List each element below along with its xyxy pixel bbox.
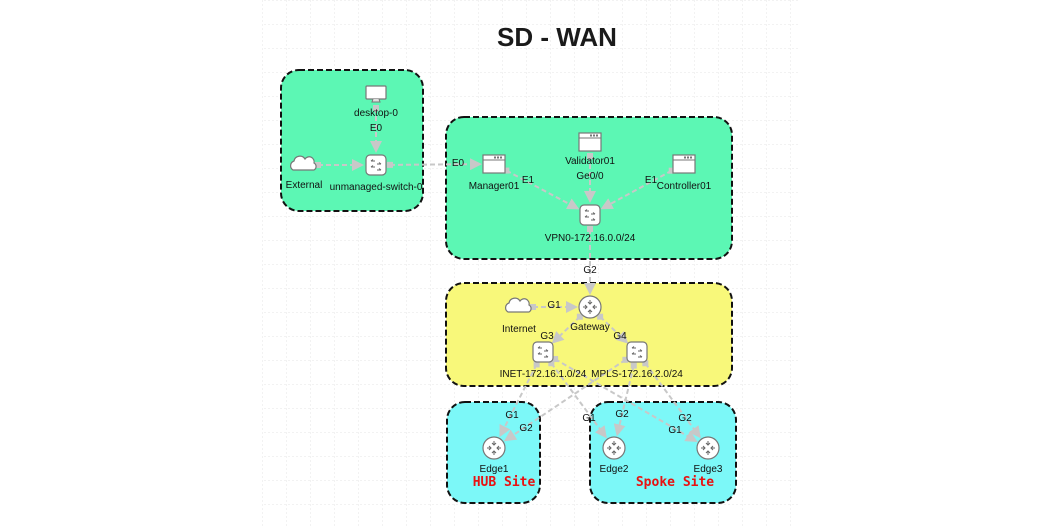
cloud-icon: [290, 155, 317, 171]
link-controller01-vpn0-switch[interactable]: [600, 169, 673, 210]
node-label: unmanaged-switch-0: [330, 182, 423, 193]
node-manager01[interactable]: Manager01: [469, 154, 520, 192]
interface-label: G2: [583, 265, 597, 276]
switch-icon: [532, 341, 554, 363]
node-edge3[interactable]: Edge3: [694, 436, 723, 475]
node-label: MPLS-172.16.2.0/24: [591, 369, 683, 380]
node-internet[interactable]: Internet: [502, 297, 536, 335]
node-label: Manager01: [469, 181, 520, 192]
node-unmanaged-switch-0[interactable]: unmanaged-switch-0: [330, 154, 423, 193]
router-icon: [602, 436, 626, 460]
node-label: desktop-0: [354, 108, 398, 119]
link-endpoint: [587, 153, 593, 159]
interface-label: G2: [615, 409, 629, 420]
router-icon: [696, 436, 720, 460]
link-endpoint: [597, 313, 604, 320]
interface-label: E1: [522, 175, 535, 186]
node-external[interactable]: External: [286, 155, 323, 191]
site-label-hub: HUB Site: [473, 475, 536, 490]
link-endpoint: [622, 356, 629, 363]
link-endpoint: [587, 226, 593, 232]
node-vpn0-switch[interactable]: VPN0-172.16.0.0/24: [545, 204, 636, 244]
link-inet-switch-edge2[interactable]: [550, 362, 607, 439]
interface-label: E0: [370, 123, 383, 134]
link-endpoint: [642, 360, 649, 367]
link-endpoint: [668, 167, 675, 174]
node-label: External: [286, 180, 323, 191]
node-label: Validator01: [565, 156, 615, 167]
link-endpoint: [530, 304, 536, 310]
node-desktop-0[interactable]: desktop-0: [354, 85, 398, 119]
link-mpls-switch-edge3[interactable]: [644, 362, 701, 439]
node-label: Gateway: [570, 322, 609, 333]
node-label: Edge3: [694, 464, 723, 475]
node-label: VPN0-172.16.0.0/24: [545, 233, 636, 244]
interface-label: G3: [540, 331, 554, 342]
link-mpls-switch-edge1[interactable]: [503, 358, 626, 442]
link-endpoint: [533, 361, 540, 368]
switch-icon: [626, 341, 648, 363]
node-controller01[interactable]: Controller01: [657, 154, 712, 192]
cloud-icon: [505, 297, 532, 313]
node-inet-switch[interactable]: INET-172.16.1.0/24: [500, 341, 587, 380]
link-endpoint: [373, 105, 379, 111]
node-mpls-switch[interactable]: MPLS-172.16.2.0/24: [591, 341, 683, 380]
link-manager01-vpn0-switch[interactable]: [505, 169, 580, 210]
node-label: INET-172.16.1.0/24: [500, 369, 587, 380]
link-unmanaged-switch-0-manager01[interactable]: [389, 158, 483, 171]
interface-label: G1: [547, 300, 561, 311]
server-window-icon: [482, 154, 506, 174]
link-endpoint: [552, 356, 559, 363]
switch-icon: [579, 204, 601, 226]
link-endpoint: [576, 313, 583, 320]
interface-label: G2: [678, 413, 692, 424]
link-inet-switch-edge3[interactable]: [554, 358, 698, 442]
interface-label: E0: [452, 158, 465, 169]
router-icon: [482, 436, 506, 460]
link-endpoint: [315, 162, 321, 168]
link-endpoint: [386, 161, 393, 168]
group-lan[interactable]: [280, 69, 424, 212]
node-validator01[interactable]: Validator01: [565, 132, 615, 167]
server-window-icon: [672, 154, 696, 174]
diagram-title: SD - WAN: [497, 22, 617, 52]
interface-label: G1: [668, 425, 682, 436]
node-edge2[interactable]: Edge2: [600, 436, 629, 475]
interface-label: G1: [505, 410, 519, 421]
link-inet-switch-edge1[interactable]: [499, 364, 538, 438]
interface-label: E1: [645, 175, 658, 186]
link-gateway-mpls-switch[interactable]: [599, 315, 629, 344]
switch-icon: [365, 154, 387, 176]
link-endpoint: [503, 167, 510, 174]
node-gateway[interactable]: Gateway: [570, 295, 610, 333]
node-label: Edge1: [480, 464, 509, 475]
link-gateway-inet-switch[interactable]: [551, 315, 581, 344]
desktop-icon: [365, 85, 387, 103]
interface-label: G1: [582, 413, 596, 424]
interface-label: Ge0/0: [576, 171, 604, 182]
interface-label: G4: [613, 331, 627, 342]
node-label: Controller01: [657, 181, 712, 192]
node-label: Internet: [502, 324, 536, 335]
interface-label: G2: [519, 423, 533, 434]
link-endpoint: [548, 360, 555, 367]
server-window-icon: [578, 132, 602, 152]
node-label: Edge2: [600, 464, 629, 475]
node-edge1[interactable]: Edge1: [480, 436, 509, 475]
site-label-spoke: Spoke Site: [636, 475, 714, 490]
router-icon: [578, 295, 602, 319]
link-endpoint: [630, 362, 637, 369]
